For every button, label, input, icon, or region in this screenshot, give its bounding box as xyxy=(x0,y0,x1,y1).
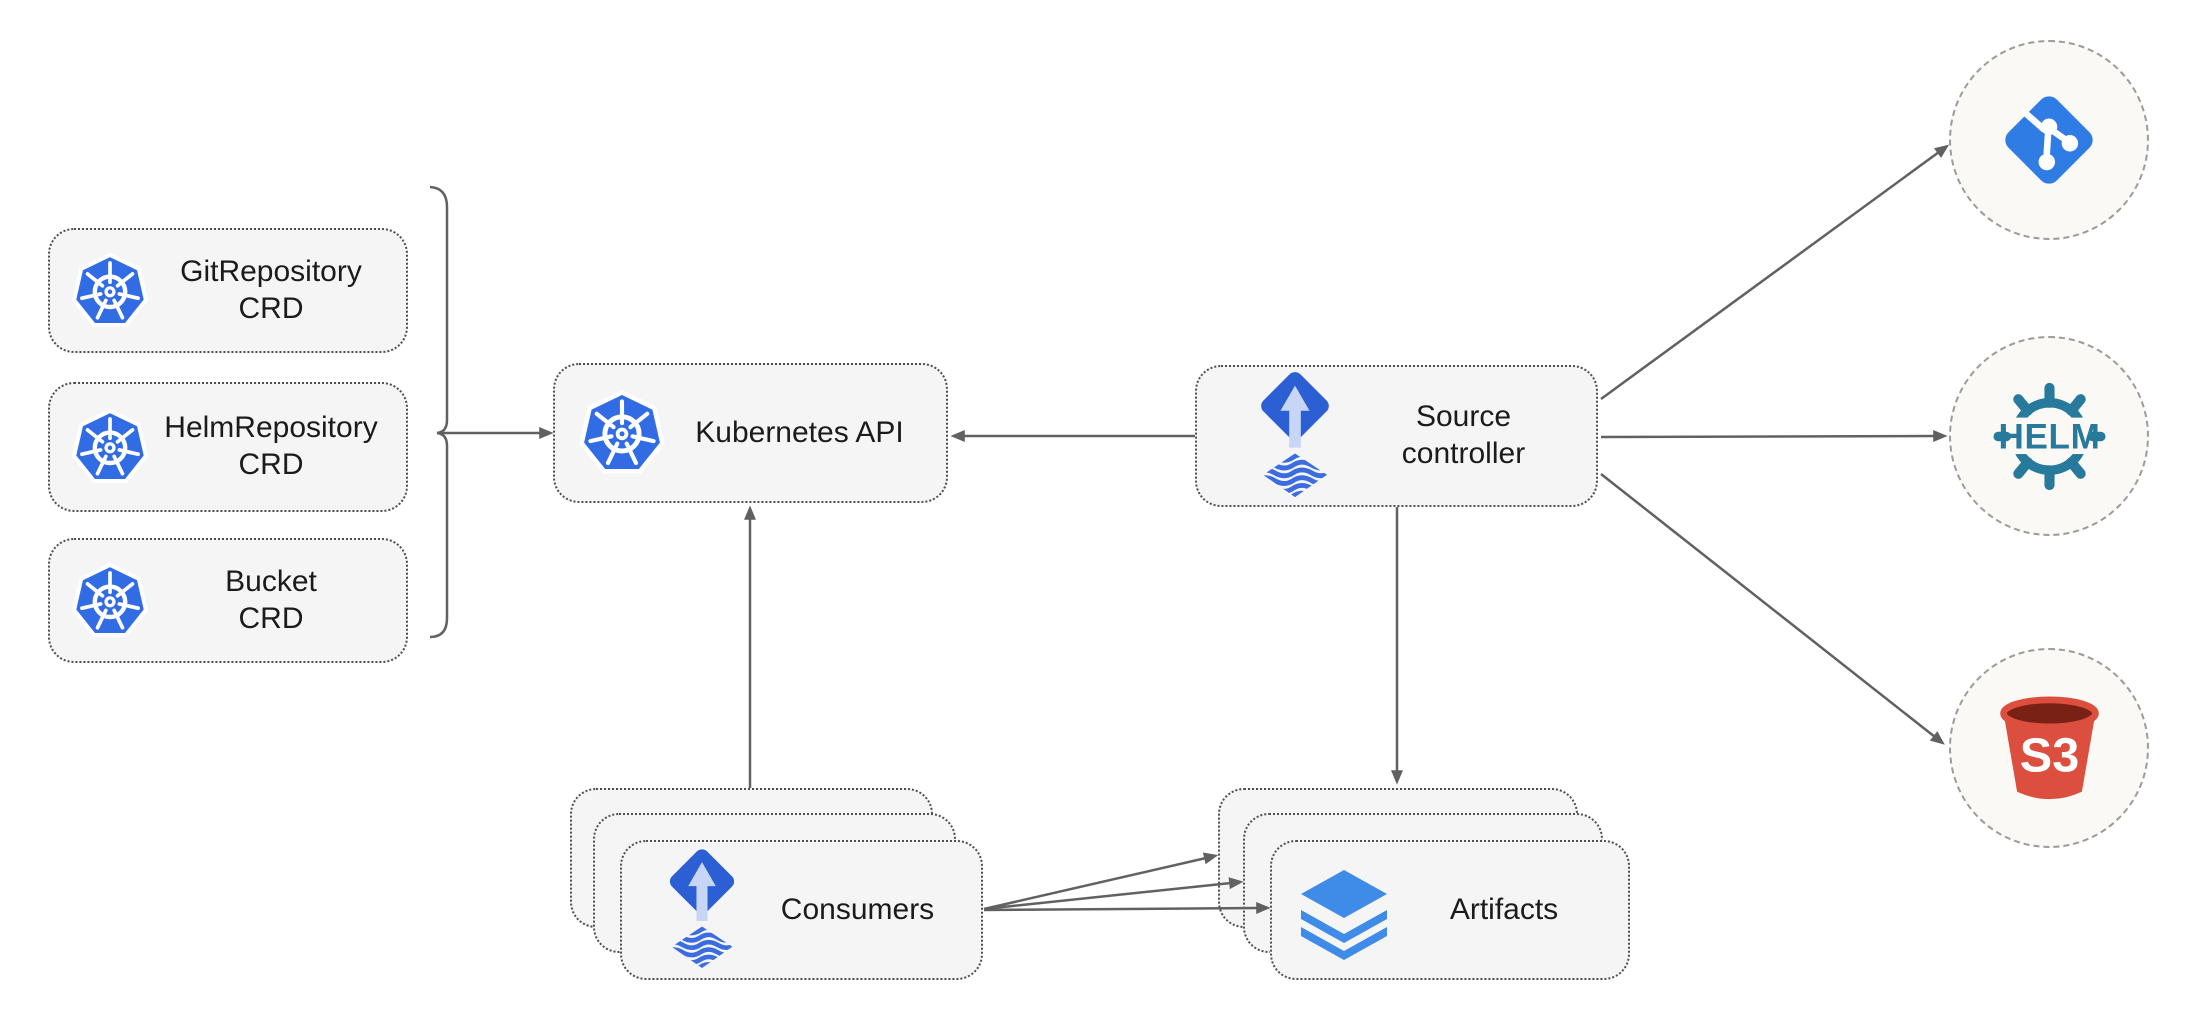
kubernetes-icon xyxy=(72,252,148,327)
helm-wordmark: HELM xyxy=(1998,417,2100,456)
node-label: Artifacts xyxy=(1449,892,1559,926)
node-label: Bucket CRD xyxy=(225,564,317,635)
connector-source-controller-to-helm xyxy=(1600,430,1948,443)
endpoint-git xyxy=(1949,40,2149,240)
node-label: Consumers xyxy=(780,892,935,926)
node-label: GitRepository CRD xyxy=(180,254,362,325)
node-label: HelmRepository CRD xyxy=(164,411,378,481)
node-source-controller: Source controller xyxy=(1195,365,1598,507)
connector-source-controller-to-s3 xyxy=(1600,473,1945,745)
kubernetes-icon xyxy=(579,390,665,474)
kubernetes-icon xyxy=(577,388,667,478)
node-kubernetes-api: Kubernetes API xyxy=(553,363,948,503)
endpoint-s3: S3 xyxy=(1949,648,2149,848)
kubernetes-icon xyxy=(72,409,148,483)
flux-icon xyxy=(1261,372,1329,498)
endpoint-helm: HELM xyxy=(1949,336,2149,536)
git-icon xyxy=(2005,96,2093,184)
kubernetes-icon xyxy=(70,251,150,331)
node-label: Kubernetes API xyxy=(695,415,904,449)
s3-bucket-icon: S3 xyxy=(1999,696,2099,799)
helm-icon: HELM xyxy=(1988,382,2110,490)
layers-icon xyxy=(1301,870,1387,960)
layers-icon xyxy=(1294,860,1394,960)
node-gitrepository-crd: GitRepository CRD xyxy=(48,228,408,353)
node-label: Source controller xyxy=(1401,400,1526,470)
connector-consumers-to-artifacts-back xyxy=(983,852,1219,911)
node-bucket-crd: Bucket CRD xyxy=(48,538,408,663)
node-consumers: Consumers xyxy=(620,840,983,980)
connector-consumers-to-artifacts-middle xyxy=(983,877,1244,911)
flux-icon xyxy=(656,849,748,971)
flux-icon xyxy=(1245,372,1345,500)
flux-icon xyxy=(669,849,735,968)
kubernetes-icon xyxy=(70,561,150,641)
brace-crds-group xyxy=(429,185,449,639)
kubernetes-icon xyxy=(72,562,148,637)
node-artifacts: Artifacts xyxy=(1270,840,1630,980)
kubernetes-icon xyxy=(70,407,150,487)
s3-wordmark: S3 xyxy=(2019,728,2078,782)
connector-consumers-to-artifacts-front xyxy=(983,902,1271,915)
node-helmrepository-crd: HelmRepository CRD xyxy=(48,382,408,512)
connector-source-controller-to-git xyxy=(1600,144,1950,401)
